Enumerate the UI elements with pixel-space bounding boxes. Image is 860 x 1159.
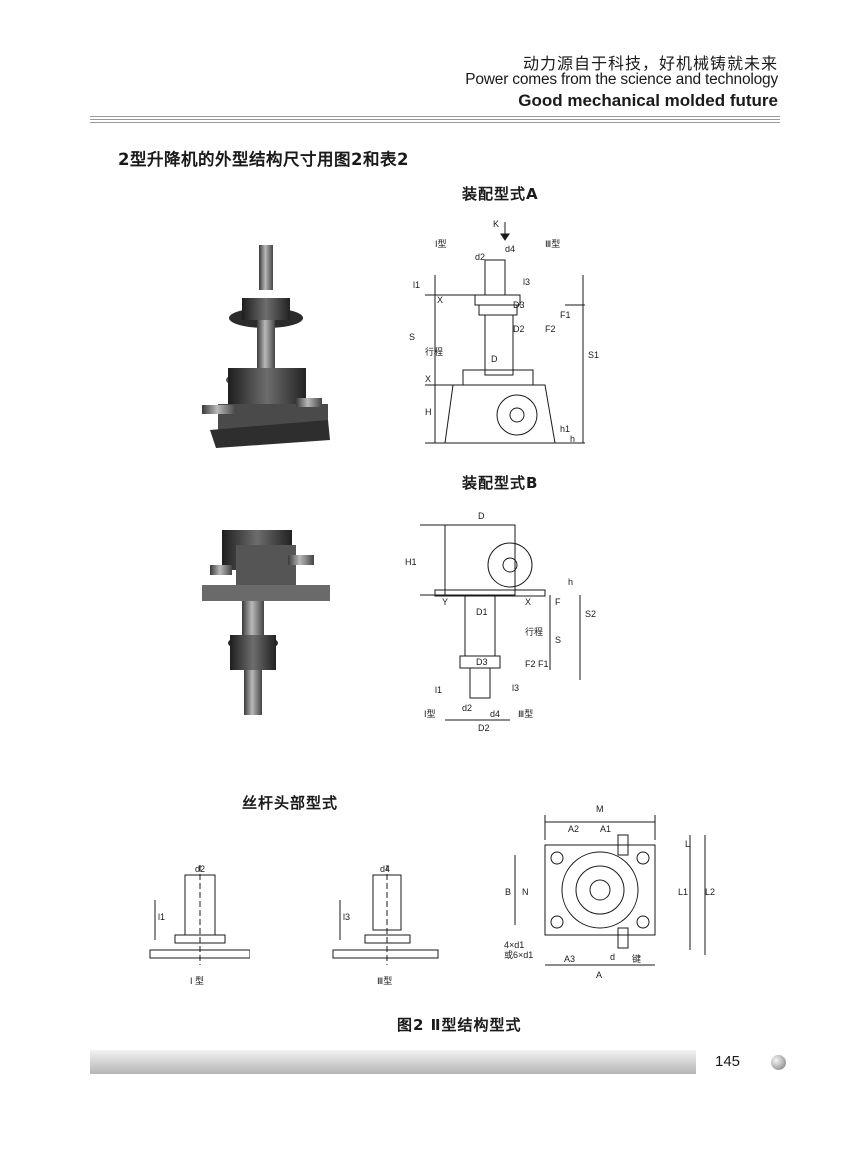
label-stroke: 行程 bbox=[425, 346, 443, 357]
label-a2: A2 bbox=[568, 824, 579, 834]
label-b-d2-lower: D2 bbox=[478, 723, 490, 733]
intro-heading: 2型升降机的外型结构尺寸用图2和表2 bbox=[118, 150, 409, 169]
label-b-l1: l1 bbox=[435, 685, 442, 695]
label-screw1-caption: I 型 bbox=[190, 976, 204, 986]
photo-assembly-a bbox=[202, 245, 330, 448]
header-slogan-en: Power comes from the science and technol… bbox=[465, 71, 778, 88]
label-b-f2: F2 bbox=[525, 659, 536, 669]
label-m: M bbox=[596, 804, 604, 814]
label-b-d4: d4 bbox=[490, 709, 500, 719]
label-b-type1: I型 bbox=[424, 709, 436, 719]
label-h1: h1 bbox=[560, 424, 570, 434]
label-type1: I型 bbox=[435, 239, 447, 249]
label-b-x: X bbox=[525, 597, 531, 607]
label-b-d2: d2 bbox=[462, 703, 472, 713]
footer-bar bbox=[90, 1050, 696, 1074]
label-screw1-l: l1 bbox=[158, 912, 165, 922]
drawing-assembly-a: K I型 Ⅲ型 d2 d4 l1 l3 X D3 F1 F2 D2 S 行程 D… bbox=[409, 219, 599, 444]
label-l1: l1 bbox=[413, 280, 420, 290]
label-b-h1: H1 bbox=[405, 557, 417, 567]
label-b-h: h bbox=[568, 577, 573, 587]
label-b-s: S bbox=[555, 635, 561, 645]
label-s: S bbox=[409, 332, 415, 342]
figure-caption: 图2 Ⅱ型结构型式 bbox=[397, 1016, 522, 1034]
label-a1: A1 bbox=[600, 824, 611, 834]
label-x-mid: X bbox=[425, 374, 431, 384]
assembly-a-title: 装配型式A bbox=[462, 185, 539, 203]
label-a: A bbox=[596, 970, 602, 980]
label-screw3-caption: Ⅲ型 bbox=[377, 976, 392, 986]
label-n: N bbox=[522, 887, 529, 897]
label-h-small: h bbox=[570, 434, 575, 444]
drawing-top-view: M A2 A1 L L1 L2 B N 4×d1 或6×d1 A3 d 键 A bbox=[504, 804, 715, 980]
label-d2-lower: D2 bbox=[513, 324, 525, 334]
label-x-top: X bbox=[437, 295, 443, 305]
label-b-f1: F1 bbox=[538, 659, 549, 669]
screw-head-title: 丝杆头部型式 bbox=[242, 794, 339, 812]
label-f1: F1 bbox=[560, 310, 571, 320]
label-hole-6: 或6×d1 bbox=[504, 949, 533, 960]
label-b: B bbox=[505, 887, 511, 897]
label-hole-4: 4×d1 bbox=[504, 940, 524, 950]
label-b-s2: S2 bbox=[585, 609, 596, 619]
label-screw3-l: l3 bbox=[343, 912, 350, 922]
label-type3: Ⅲ型 bbox=[545, 239, 560, 249]
label-b-f: F bbox=[555, 597, 561, 607]
label-k: K bbox=[493, 219, 499, 229]
bullet-dot-icon bbox=[771, 1055, 786, 1070]
header-tagline: Good mechanical molded future bbox=[518, 91, 778, 110]
label-d: d bbox=[610, 952, 615, 962]
photo-assembly-b bbox=[202, 530, 330, 715]
page-number: 145 bbox=[715, 1053, 741, 1070]
header-slogan-cn: 动力源自于科技，好机械铸就未来 bbox=[522, 54, 778, 73]
label-h: H bbox=[425, 407, 432, 417]
label-d: D bbox=[491, 354, 498, 364]
label-b-d: D bbox=[478, 511, 485, 521]
label-b-l3: l3 bbox=[512, 683, 519, 693]
label-screw1-d: d2 bbox=[195, 864, 205, 874]
label-l: L bbox=[685, 839, 690, 849]
label-f2: F2 bbox=[545, 324, 556, 334]
label-d4: d4 bbox=[505, 244, 515, 254]
label-d3: D3 bbox=[513, 300, 525, 310]
label-b-stroke: 行程 bbox=[525, 626, 543, 637]
label-b-d1: D1 bbox=[476, 607, 488, 617]
header-rule bbox=[90, 116, 780, 125]
label-d2: d2 bbox=[475, 252, 485, 262]
label-a3: A3 bbox=[564, 954, 575, 964]
label-b-y: Y bbox=[442, 597, 448, 607]
label-l3: l3 bbox=[523, 277, 530, 287]
label-key: 键 bbox=[632, 953, 641, 964]
drawing-screw-head-type1: d2 l1 I 型 bbox=[149, 864, 250, 986]
label-l1: L1 bbox=[678, 887, 688, 897]
label-b-type3: Ⅲ型 bbox=[518, 709, 533, 719]
label-l2: L2 bbox=[705, 887, 715, 897]
drawing-assembly-b: D H1 h F Y X D1 行程 S S2 D3 F2 F1 l1 l3 I… bbox=[405, 511, 596, 733]
label-b-d3: D3 bbox=[476, 657, 488, 667]
drawing-screw-head-type3: d4 l3 Ⅲ型 bbox=[332, 864, 439, 986]
label-s1: S1 bbox=[588, 350, 599, 360]
assembly-b-title: 装配型式B bbox=[462, 474, 539, 492]
label-screw3-d: d4 bbox=[380, 864, 390, 874]
